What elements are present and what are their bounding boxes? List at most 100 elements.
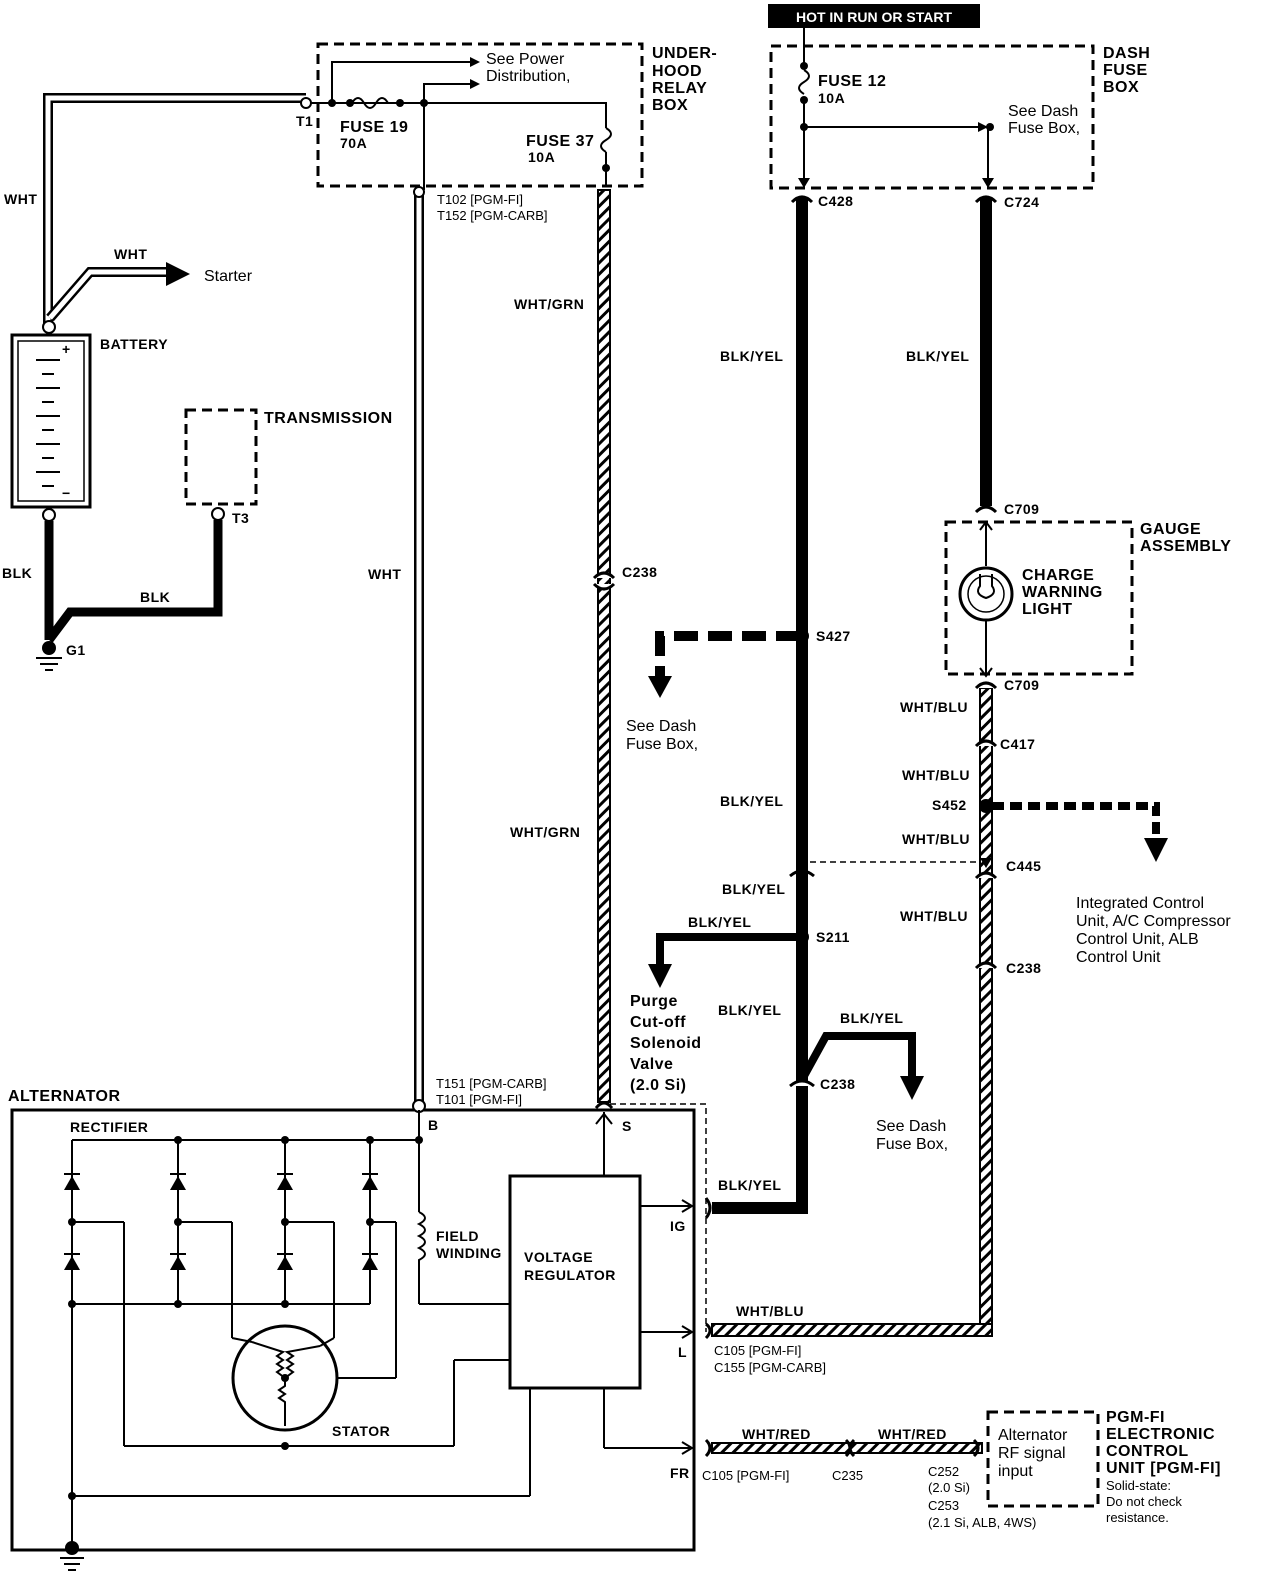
wire-wht-starter: WHT	[114, 246, 147, 262]
wire-blk-battery: BLK	[2, 565, 32, 581]
dash-ref-2: Fuse Box,	[1008, 120, 1080, 137]
t3-label: T3	[232, 510, 249, 526]
stator-label: STATOR	[332, 1423, 390, 1439]
ecu-label-1: PGM-FI	[1106, 1409, 1165, 1426]
purge-label-5: (2.0 Si)	[630, 1077, 686, 1094]
wht-blu-wire	[979, 687, 993, 1337]
wire-blk-yel-2: BLK/YEL	[720, 793, 783, 809]
wire-wht-grn-2: WHT/GRN	[510, 824, 580, 840]
dash-label-3: BOX	[1103, 79, 1139, 96]
gauge-label-1: GAUGE	[1140, 521, 1201, 538]
icu-label-1: Integrated Control	[1076, 895, 1204, 912]
c709-label-a: C709	[1004, 501, 1039, 517]
underhood-label-3: RELAY	[652, 80, 707, 97]
c724-label: C724	[1004, 194, 1039, 210]
icu-label-4: Control Unit	[1076, 949, 1161, 966]
dash-ref-1: See Dash	[1008, 103, 1078, 120]
rectifier-diodes	[64, 1173, 378, 1270]
wire-wht-blu-1: WHT/BLU	[900, 699, 968, 715]
fuse-37-symbol	[600, 127, 612, 153]
fuse-19-rating: 70A	[340, 135, 367, 151]
gauge-assembly-box	[944, 520, 1134, 676]
fuse-37-label: FUSE 37	[526, 133, 594, 150]
fuse-12-label: FUSE 12	[818, 73, 886, 90]
underhood-label-1: UNDER-	[652, 45, 717, 62]
wire-blk-yel-ig: BLK/YEL	[718, 1177, 781, 1193]
terminal-ig: IG	[670, 1218, 686, 1234]
s427-ref-2: Fuse Box,	[626, 736, 698, 753]
transmission-label: TRANSMISSION	[264, 410, 393, 427]
c105-label-b: C105 [PGM-FI]	[702, 1468, 789, 1483]
hot-banner-text: HOT IN RUN OR START	[796, 9, 953, 25]
alternator-box	[10, 1108, 696, 1552]
ecu-input-2: RF signal	[998, 1445, 1066, 1462]
terminal-l: L	[678, 1344, 687, 1360]
icu-label-2: Unit, A/C Compressor	[1076, 913, 1231, 930]
wire-wht-blu-l: WHT/BLU	[736, 1303, 804, 1319]
field-winding	[416, 1211, 426, 1268]
charge-label-2: WARNING	[1022, 584, 1103, 601]
field-label-1: FIELD	[436, 1228, 479, 1244]
ecu-label-7: resistance.	[1106, 1510, 1169, 1525]
fuse-12-rating: 10A	[818, 90, 845, 106]
fuse-12-symbol	[798, 69, 810, 95]
ecu-box	[986, 1410, 1100, 1508]
c238-ref-1: See Dash	[876, 1118, 946, 1135]
t102-label: T102 [PGM-FI]	[437, 192, 523, 207]
transmission-box	[184, 408, 258, 506]
charge-label-3: LIGHT	[1022, 601, 1073, 618]
c428-label: C428	[818, 193, 853, 209]
underhood-relay-box	[316, 42, 644, 188]
regulator-label-2: REGULATOR	[524, 1267, 616, 1283]
wire-blk-trans: BLK	[140, 589, 170, 605]
wire-blk-yel-s211: BLK/YEL	[688, 914, 751, 930]
regulator-label-1: VOLTAGE	[524, 1249, 593, 1265]
rectifier-label: RECTIFIER	[70, 1119, 148, 1135]
wire-wht-blu-4: WHT/BLU	[900, 908, 968, 924]
battery-label: BATTERY	[100, 336, 168, 352]
ecu-input-1: Alternator	[998, 1427, 1068, 1444]
c253-label: C253	[928, 1498, 959, 1513]
wht-grn-wire	[597, 189, 611, 1103]
t152-label: T152 [PGM-CARB]	[437, 208, 548, 223]
power-dist-ref-2: Distribution,	[486, 68, 570, 85]
wire-blk-yel-3: BLK/YEL	[722, 881, 785, 897]
icu-label-3: Control Unit, ALB	[1076, 931, 1199, 948]
wire-wht-main: WHT	[368, 566, 401, 582]
ecu-label-3: CONTROL	[1106, 1443, 1189, 1460]
wire-blk-yel-1: BLK/YEL	[720, 348, 783, 364]
wire-blk-yel-gauge: BLK/YEL	[906, 348, 969, 364]
underhood-label-2: HOOD	[652, 63, 702, 80]
wire-wht-blu-3: WHT/BLU	[902, 831, 970, 847]
svg-text:+: +	[62, 341, 71, 357]
t151-label: T151 [PGM-CARB]	[436, 1076, 547, 1091]
s427-ref-1: See Dash	[626, 718, 696, 735]
field-label-2: WINDING	[436, 1245, 502, 1261]
t1-label: T1	[296, 113, 313, 129]
alternator-label: ALTERNATOR	[8, 1088, 121, 1105]
wire-wht-battery: WHT	[4, 191, 37, 207]
wire-wht-red-1: WHT/RED	[742, 1426, 811, 1442]
purge-label-1: Purge	[630, 993, 678, 1010]
wire-wht-blu-2: WHT/BLU	[902, 767, 970, 783]
wire-blk-yel-branch: BLK/YEL	[840, 1010, 903, 1026]
c105-label-a: C105 [PGM-FI]	[714, 1343, 801, 1358]
c417-label: C417	[1000, 736, 1035, 752]
g1-label: G1	[66, 642, 86, 658]
c252-variant: (2.0 Si)	[928, 1480, 970, 1495]
hot-banner	[768, 4, 980, 28]
ecu-label-2: ELECTRONIC	[1106, 1426, 1215, 1443]
purge-label-3: Solenoid	[630, 1035, 702, 1052]
terminal-s: S	[622, 1118, 632, 1134]
purge-label-2: Cut-off	[630, 1014, 686, 1031]
ecu-label-5: Solid-state:	[1106, 1478, 1171, 1493]
c155-label: C155 [PGM-CARB]	[714, 1360, 826, 1375]
c238-label-b: C238	[1006, 960, 1041, 976]
battery	[10, 333, 92, 509]
fuse-19-label: FUSE 19	[340, 119, 408, 136]
charge-label-1: CHARGE	[1022, 567, 1094, 584]
wire-wht-grn-1: WHT/GRN	[514, 296, 584, 312]
s427-label: S427	[816, 628, 851, 644]
gauge-label-2: ASSEMBLY	[1140, 538, 1231, 555]
